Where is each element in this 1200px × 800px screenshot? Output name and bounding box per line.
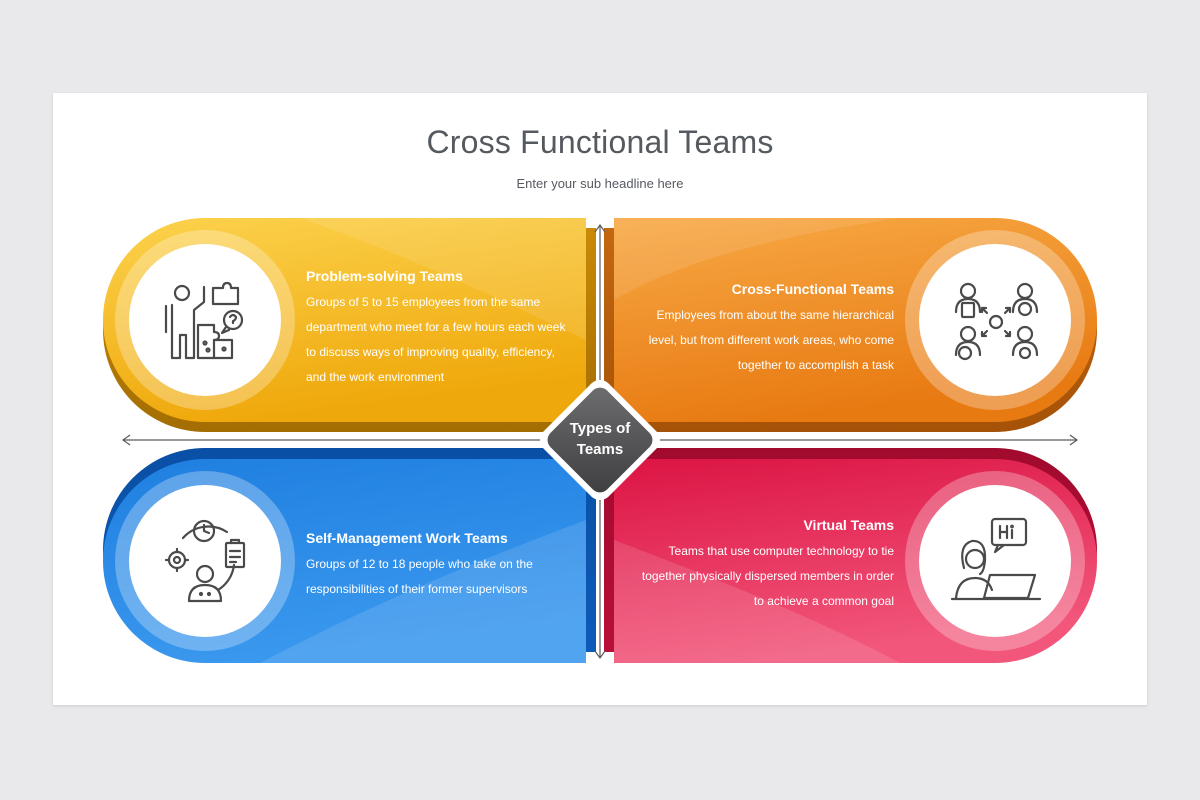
center-diamond — [539, 379, 661, 501]
team-network-icon — [954, 282, 1039, 361]
card-body: Employees from about the same hierarchic… — [648, 308, 894, 372]
card-problem-solving — [103, 218, 596, 432]
center-label-line1: Types of — [569, 420, 631, 437]
card-heading: Cross-Functional Teams — [731, 281, 894, 297]
center-label-line2: Teams — [576, 441, 624, 458]
card-virtual-text: Virtual Teams Teams that use computer te… — [640, 517, 894, 614]
card-problem-solving-text: Problem-solving Teams Groups of 5 to 15 … — [306, 268, 568, 390]
card-heading: Self-Management Work Teams — [306, 530, 508, 546]
card-body: Groups of 5 to 15 employees from the sam… — [306, 295, 566, 384]
card-heading: Virtual Teams — [803, 517, 894, 533]
center-label: Types of Teams — [550, 418, 650, 460]
page-subtitle: Enter your sub headline here — [516, 176, 684, 191]
card-self-management-text: Self-Management Work Teams Groups of 12 … — [306, 530, 566, 602]
card-cross-functional — [604, 218, 1097, 432]
card-self-management — [103, 448, 596, 663]
page-title: Cross Functional Teams — [426, 124, 774, 160]
virtual-chat-icon — [950, 517, 1042, 601]
self-management-icon — [164, 519, 246, 603]
card-body: Teams that use computer technology to ti… — [641, 544, 894, 608]
card-cross-functional-text: Cross-Functional Teams Employees from ab… — [640, 281, 894, 378]
presenter-puzzle-icon — [164, 281, 244, 360]
card-virtual — [604, 448, 1097, 663]
card-body: Groups of 12 to 18 people who take on th… — [306, 557, 533, 596]
card-heading: Problem-solving Teams — [306, 268, 463, 284]
